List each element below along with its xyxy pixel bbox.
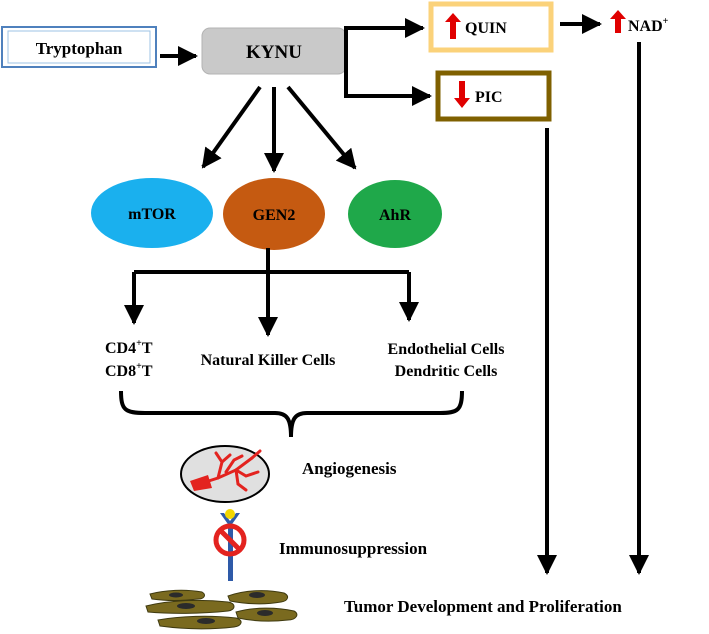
connector-arrows bbox=[124, 14, 649, 575]
pic-box bbox=[435, 70, 552, 122]
cd4-tail: T bbox=[142, 340, 153, 357]
arrow-kynu-pic bbox=[344, 51, 432, 106]
quin-up-arrow-icon bbox=[445, 13, 461, 39]
tumor-nucleus-3 bbox=[197, 618, 215, 624]
pic-node: PIC bbox=[435, 70, 552, 122]
receptor-arms bbox=[220, 513, 240, 527]
quin-node: QUIN bbox=[428, 1, 554, 53]
pic-label: PIC bbox=[475, 89, 503, 106]
blood-vessel-icon bbox=[180, 445, 270, 503]
tumor-cells-icon bbox=[145, 589, 298, 630]
mtor-label: mTOR bbox=[128, 206, 176, 223]
tumor-nucleus-1 bbox=[177, 603, 195, 609]
mtor-node: mTOR bbox=[91, 178, 213, 248]
ahr-node: AhR bbox=[348, 180, 442, 248]
cd4-t-cell-label: CD4+T bbox=[105, 338, 153, 357]
no-sign-ring bbox=[213, 523, 247, 557]
ligand bbox=[225, 509, 235, 519]
dendritic-cells-label: Dendritic Cells bbox=[395, 363, 498, 380]
tryptophan-inner-border bbox=[7, 30, 151, 64]
nad-node: NAD+ bbox=[610, 10, 669, 35]
angiogenesis-label: Angiogenesis bbox=[302, 459, 397, 478]
immunosuppression-label: Immunosuppression bbox=[279, 539, 428, 558]
cd4-base: CD4 bbox=[105, 340, 136, 357]
kynu-node: KYNU bbox=[201, 27, 347, 75]
gen2-node: GEN2 bbox=[223, 178, 325, 250]
tryptophan-label: Tryptophan bbox=[36, 39, 123, 58]
cd8-t-cell-label: CD8+T bbox=[105, 361, 153, 380]
arrow-kynu-ahr bbox=[286, 85, 357, 170]
grouping-brace bbox=[119, 390, 464, 438]
nad-label-sup: + bbox=[663, 16, 669, 27]
ahr-label: AhR bbox=[379, 207, 411, 224]
kynu-label: KYNU bbox=[246, 42, 302, 63]
endothelial-cells-label: Endothelial Cells bbox=[388, 341, 505, 358]
tumor-nucleus-2 bbox=[249, 592, 265, 598]
gen2-ellipse bbox=[223, 178, 325, 250]
no-sign-slash bbox=[218, 528, 242, 552]
nad-up-arrow-icon bbox=[610, 10, 626, 33]
cd4-sup: + bbox=[136, 338, 142, 349]
tryptophan-box bbox=[1, 26, 157, 68]
tumor-nucleus-4 bbox=[257, 610, 273, 616]
mtor-ellipse bbox=[91, 178, 213, 248]
cd8-base: CD8 bbox=[105, 363, 136, 380]
nk-cells-label: Natural Killer Cells bbox=[201, 352, 336, 369]
arrow-kynu-mtor bbox=[201, 85, 262, 169]
blocked-receptor-icon bbox=[213, 509, 247, 581]
tryptophan-node: Tryptophan bbox=[1, 26, 157, 68]
pic-down-arrow-icon bbox=[454, 81, 470, 108]
gen2-label: GEN2 bbox=[253, 207, 296, 224]
tumor-nucleus-5 bbox=[169, 592, 183, 598]
ahr-ellipse bbox=[348, 180, 442, 248]
nad-label-base: NAD bbox=[628, 18, 663, 35]
vessel-source bbox=[190, 475, 212, 491]
quin-label: QUIN bbox=[465, 20, 507, 37]
cd8-sup: + bbox=[136, 361, 142, 372]
arrow-kynu-quin bbox=[344, 18, 425, 51]
tumor-label: Tumor Development and Proliferation bbox=[344, 597, 622, 616]
cd8-tail: T bbox=[142, 363, 153, 380]
nad-label: NAD+ bbox=[628, 16, 669, 35]
